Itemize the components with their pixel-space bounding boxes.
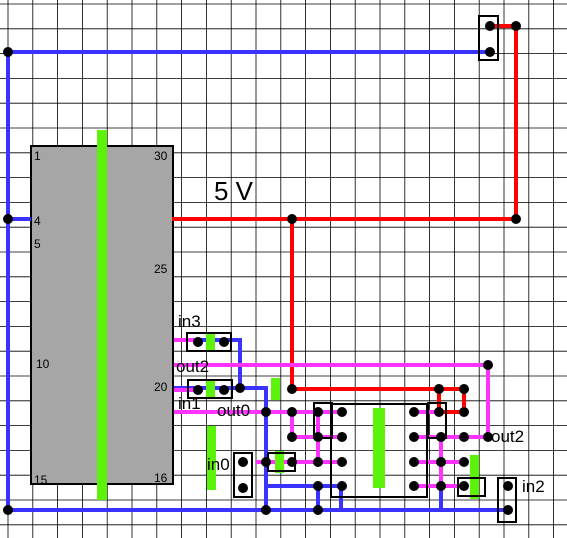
connection-dot <box>503 505 513 515</box>
connection-dot <box>3 505 13 515</box>
connection-dot <box>409 432 419 442</box>
chip-pin-10: 10 <box>36 357 50 371</box>
label-out0: out0 <box>217 401 250 420</box>
connection-dot <box>459 432 469 442</box>
connection-dot <box>483 360 493 370</box>
connection-dot <box>459 384 469 394</box>
components <box>186 15 517 523</box>
connection-dot <box>193 337 203 347</box>
power-wires <box>172 24 518 414</box>
connection-dot <box>459 457 469 467</box>
connection-dot <box>409 407 419 417</box>
connection-points <box>3 21 521 515</box>
chip-pin-15: 15 <box>34 473 48 487</box>
connection-dot <box>313 481 323 491</box>
connection-dot <box>434 384 444 394</box>
chip-pin-30: 30 <box>154 149 168 163</box>
connection-dot <box>3 214 13 224</box>
connection-dot <box>287 384 297 394</box>
connection-dot <box>287 214 297 224</box>
connection-dot <box>337 457 347 467</box>
connection-dot <box>219 385 229 395</box>
connection-dot <box>436 457 446 467</box>
connection-dot <box>238 457 248 467</box>
connection-dot <box>511 21 521 31</box>
small-ic-jumper <box>373 408 385 488</box>
connection-dot <box>434 407 444 417</box>
chip-pin-25: 25 <box>154 262 168 276</box>
label-out2-left: out2 <box>176 357 209 376</box>
connection-dot <box>436 432 446 442</box>
connection-dot <box>219 337 229 347</box>
label-in0: in0 <box>207 455 230 474</box>
connection-dot <box>313 407 323 417</box>
connection-dot <box>3 47 13 57</box>
connection-dot <box>261 457 271 467</box>
connection-dot <box>503 481 513 491</box>
connection-dot <box>409 481 419 491</box>
label-in3: in3 <box>178 312 201 331</box>
chip-pin-4: 4 <box>34 214 41 228</box>
label-in2: in2 <box>522 477 545 496</box>
connection-dot <box>313 432 323 442</box>
connection-dot <box>261 407 271 417</box>
connection-dot <box>313 457 323 467</box>
small-ic <box>330 403 428 498</box>
connection-dot <box>261 505 271 515</box>
connection-dot <box>459 481 469 491</box>
connection-dot <box>459 407 469 417</box>
chip-pin-20: 20 <box>154 380 168 394</box>
connection-dot <box>287 457 297 467</box>
chip-pin-1: 1 <box>34 149 41 163</box>
chip-jumper-bar <box>97 130 107 500</box>
connection-dot <box>511 214 521 224</box>
connection-dot <box>287 407 297 417</box>
connection-dot <box>287 432 297 442</box>
connection-dot <box>235 383 245 393</box>
connection-dot <box>409 457 419 467</box>
connection-dot <box>193 385 203 395</box>
chip-pin-5: 5 <box>34 237 41 251</box>
connection-dot <box>313 505 323 515</box>
connection-dot <box>436 481 446 491</box>
connection-dot <box>337 432 347 442</box>
connection-dot <box>483 432 493 442</box>
connection-dot <box>238 483 248 493</box>
connection-dot <box>485 21 495 31</box>
connection-dot <box>337 407 347 417</box>
connection-dot <box>485 47 495 57</box>
label-out2-right: out2 <box>491 427 524 446</box>
chip-pin-16: 16 <box>154 471 168 485</box>
voltage-label: 5 V <box>214 176 254 206</box>
connection-dot <box>337 481 347 491</box>
label-in1: in1 <box>178 394 201 413</box>
